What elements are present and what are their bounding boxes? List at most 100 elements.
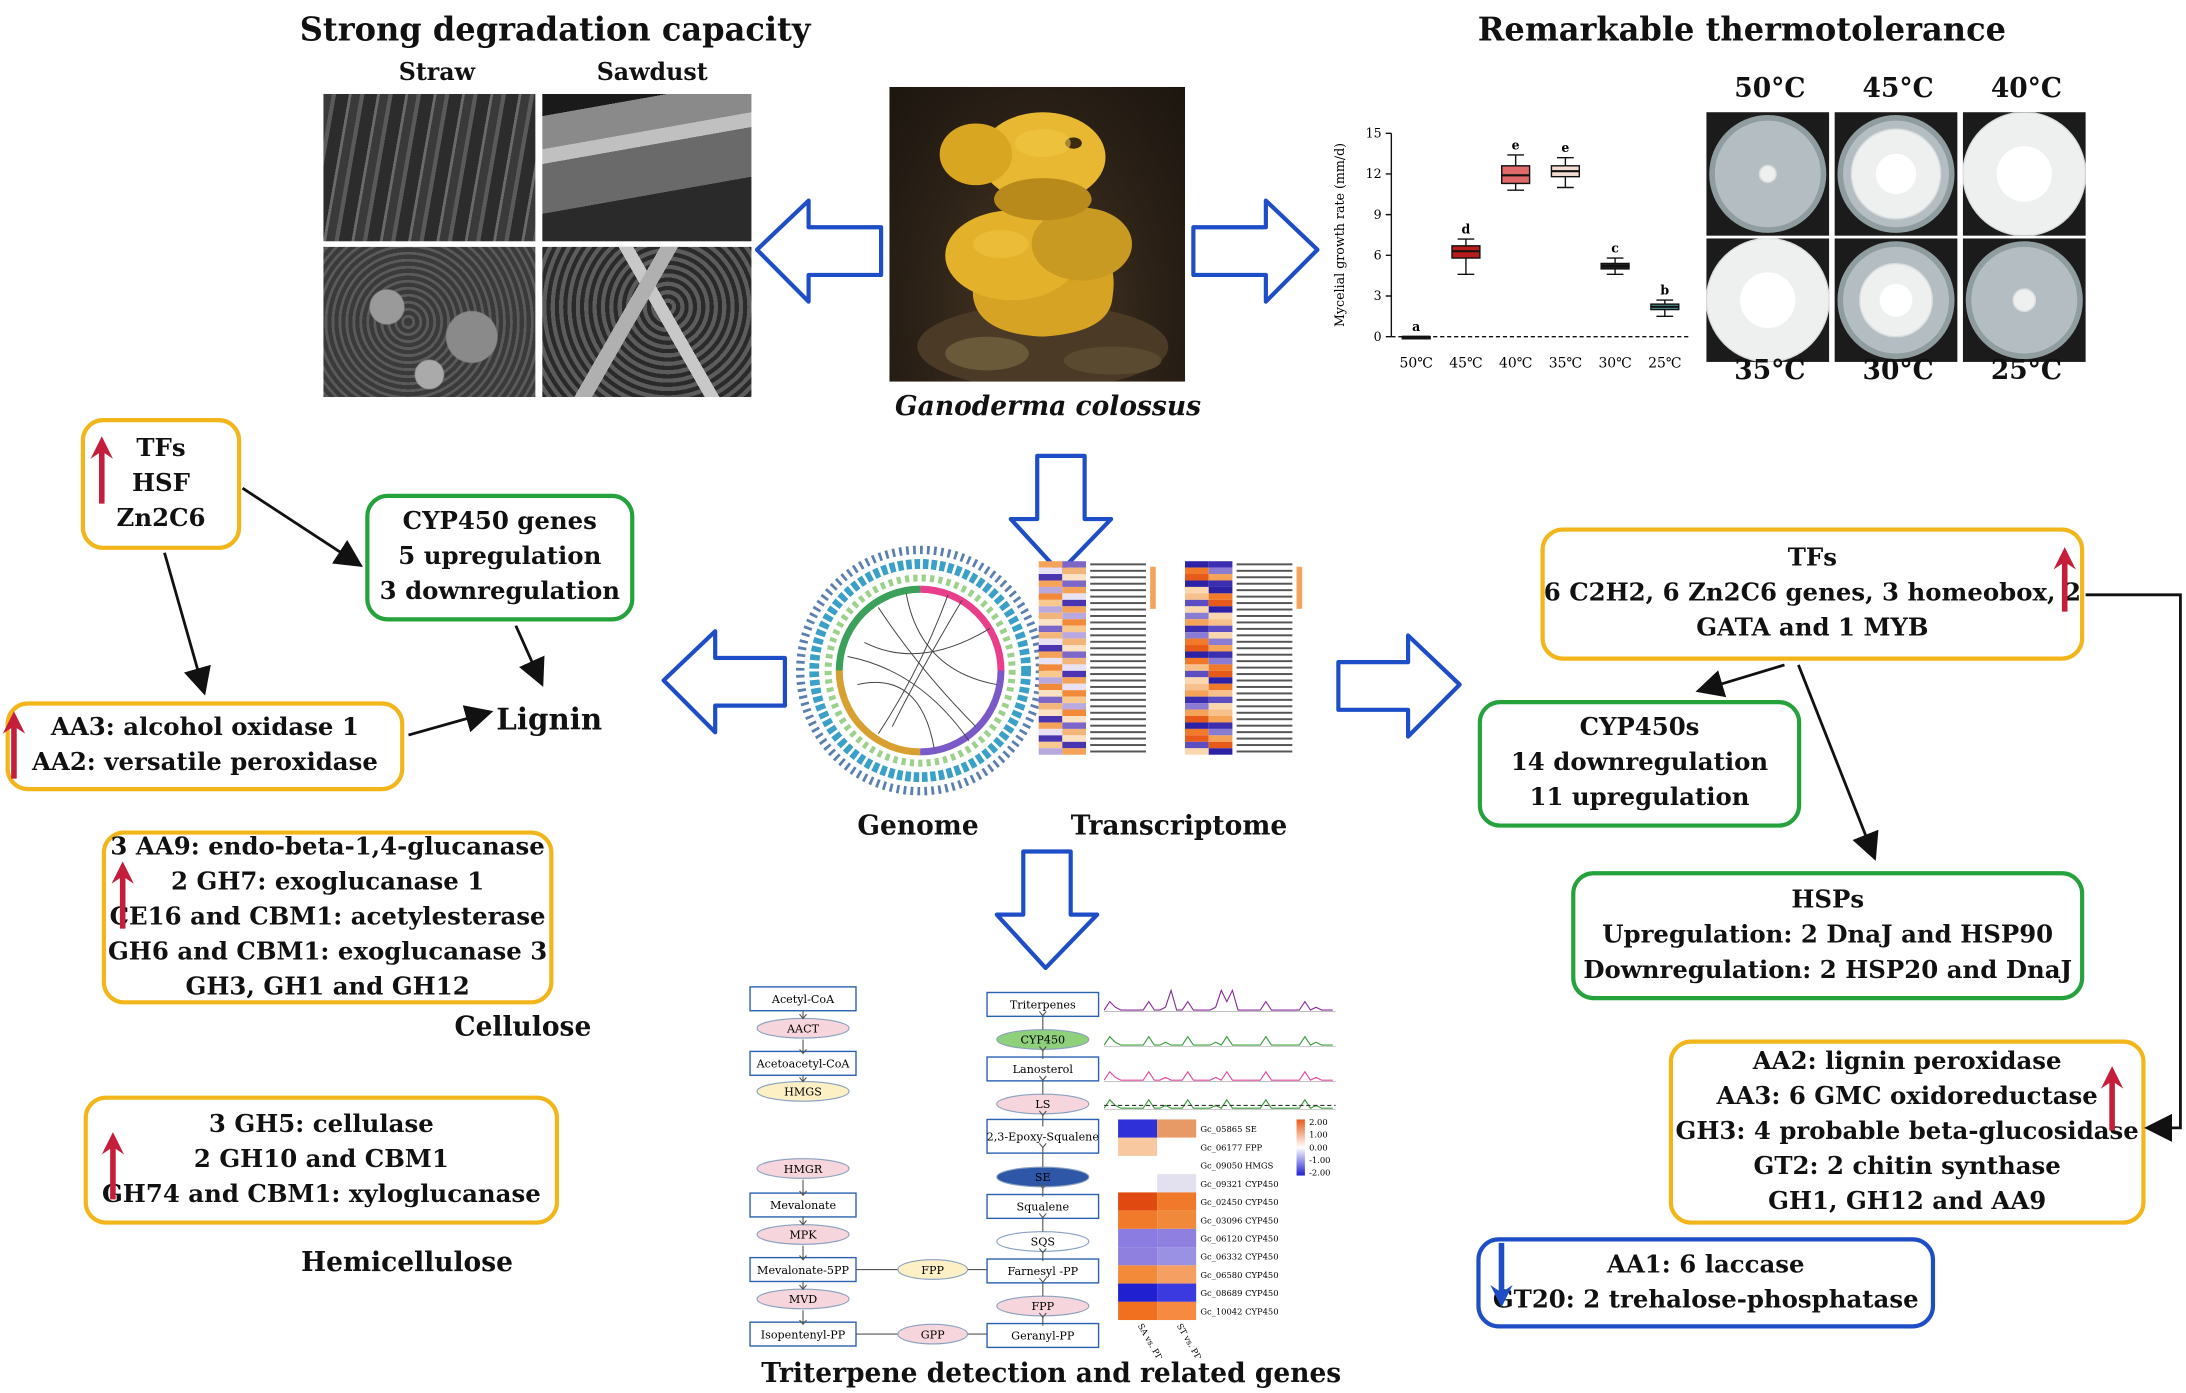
gene-label-mark [1090,660,1146,663]
gene-label-mark [1236,634,1293,637]
gene-label-mark [1236,698,1293,701]
pathway-label: Mevalonate [770,1199,836,1212]
heatmap-cell [1208,645,1233,652]
heatmap-cell [1208,715,1233,723]
heatmap-cell [1038,593,1063,600]
gene-label-mark [1236,711,1293,714]
pathway-arrowhead [1038,1011,1047,1017]
heatmap-cell [1038,567,1063,575]
x-tick-label: 45℃ [1449,356,1482,372]
pathway-label: HMGS [784,1086,822,1099]
pathway-label: Lanosterol [1013,1063,1074,1076]
heatmap-cell [1185,722,1209,729]
gene-label-mark [1236,653,1293,656]
gt20-line: GT20: 2 trehalose-phosphatase [1492,1285,1919,1314]
pathway-arrowhead [799,1319,807,1326]
heatmap-cell [1038,645,1063,652]
gene-label-mark [1090,563,1146,566]
pathway-arrowhead [799,1077,807,1083]
gene-label-mark [1236,705,1293,708]
triterpene-caption: Triterpene detection and related genes [761,1357,1342,1389]
heatmap-cell [1185,741,1209,749]
enzyme-line: GH3: 4 probable beta-glucosidase [1675,1117,2139,1146]
hemi-line: GH74 and CBM1: xyloglucanase [101,1180,541,1209]
pathway-label: CYP450 [1020,1034,1065,1047]
enzyme-line: AA3: 6 GMC oxidoreductase [1716,1082,2098,1111]
heatmap-cell [1185,625,1209,633]
pathway-label: 2,3-Epoxy-Squalene [987,1130,1100,1143]
heatmap-cell [1038,632,1063,639]
heatmap-cell [1118,1265,1158,1284]
plate-temp-label: 30°C [1862,354,1934,386]
heatmap-legend [1296,566,1303,609]
cyp450-down: 3 downregulation [379,577,620,607]
heatmap-gene-label: Gc_03096 CYP450 [1200,1215,1278,1226]
heatmap-cell [1062,670,1087,678]
enzyme-line: AA2: lignin peroxidase [1752,1047,2062,1076]
degradation-title: Strong degradation capacity [299,11,811,50]
heatmap-cell [1118,1228,1158,1248]
cyp450-up: 5 upregulation [398,542,602,571]
petri-plate [1834,112,1958,236]
heatmap-cell [1062,645,1087,652]
heatmap-cell [1208,625,1233,633]
transcriptome-label: Transcriptome [1070,810,1288,842]
heatmap-cell [1062,728,1087,736]
petri-plate [1706,112,1830,236]
gene-label-mark [1236,608,1293,611]
heatmap-legend [1150,566,1156,609]
significance-letter: c [1611,240,1619,255]
heatmap-cell [1208,748,1233,755]
pathway-label: FPP [921,1264,944,1277]
pathway-arrowhead [1038,1075,1047,1082]
heatmap-legend-label: -2.00 [1309,1168,1330,1178]
heatmap-cell [1038,728,1063,736]
gene-label-mark [1090,653,1146,656]
sem-sawdust-top [542,93,752,242]
heatmap-cell [1118,1301,1158,1321]
gene-label-mark [1090,634,1146,637]
cyp450s-title: CYP450s [1579,714,1700,743]
x-tick-label: 30℃ [1598,356,1631,372]
heatmap-gene-label: Gc_06580 CYP450 [1200,1270,1278,1281]
heatmap-cell [1038,606,1063,613]
petri-plate [1962,112,2086,236]
up-arrow-icon [2100,1066,2124,1131]
tfs-line: TFs [136,434,186,463]
heatmap-cell [1038,574,1063,581]
arrow-right-omics [1336,633,1462,739]
heatmap-cell [1208,670,1233,678]
gene-label-mark [1236,621,1293,624]
heatmap-cell [1038,741,1063,749]
heatmap-cell [1157,1228,1197,1248]
heatmap-cell [1185,696,1209,704]
heatmap-cell [1038,722,1063,729]
tfs-title: TFs [1787,544,1837,573]
heatmap-cell [1208,703,1233,710]
heatmap-legend-label: 1.00 [1309,1130,1328,1140]
heatmap-cell [1208,586,1233,594]
heatmap-cell [1062,664,1087,671]
gene-label-mark [1090,750,1146,753]
gene-label-mark [1236,673,1293,676]
gene-label-mark [1236,640,1293,643]
y-tick-label: 0 [1374,329,1382,344]
gene-label-mark [1236,685,1293,688]
heatmap-cell [1062,735,1087,742]
gene-label-mark [1090,673,1146,676]
pathway-label: MPK [789,1229,817,1242]
pathway-label: Acetyl-CoA [771,993,835,1006]
heatmap-cell [1062,593,1087,600]
chromatogram-trace [1103,1070,1333,1081]
gene-label-mark [1090,602,1146,605]
heatmap-cell [1118,1283,1158,1302]
sem-straw-bottom [323,246,536,397]
x-tick-label: 25℃ [1648,356,1681,372]
pathway-arrowhead [799,1190,807,1197]
heatmap-gene-label: Gc_06177 FPP [1200,1142,1262,1153]
heatmap-cell [1208,735,1233,742]
pathway-arrowhead [799,1013,807,1020]
heatmap-cell [1062,574,1087,581]
heatmap-cell [1185,728,1209,736]
